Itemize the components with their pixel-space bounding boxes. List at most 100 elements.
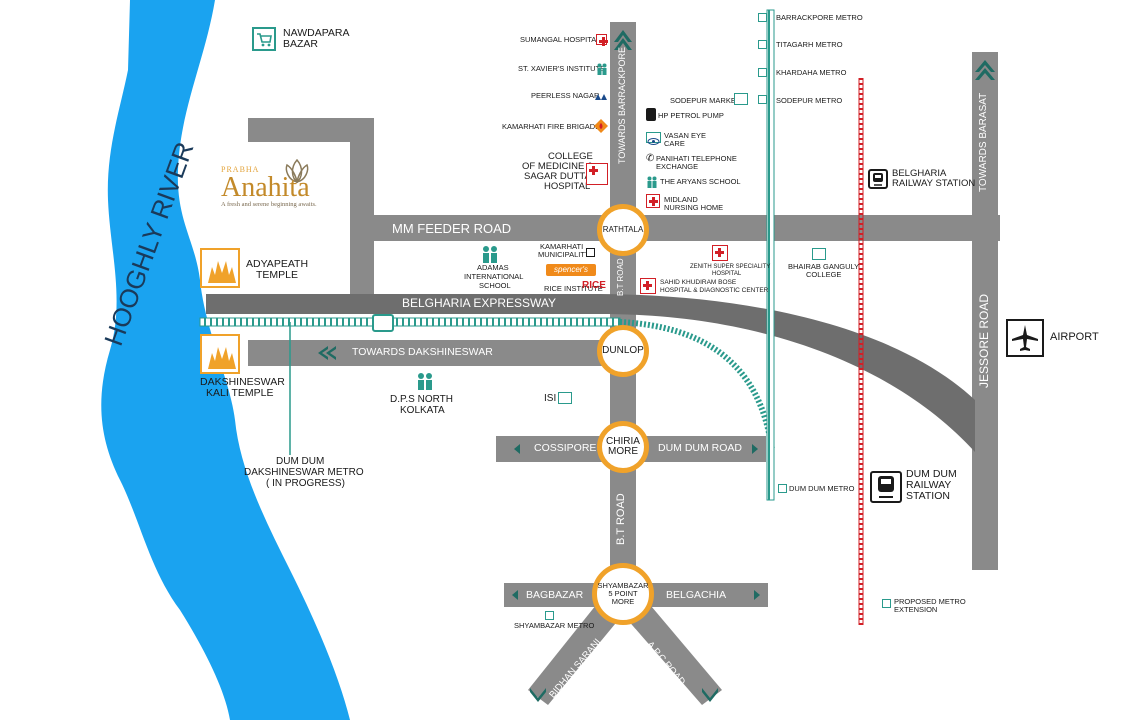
metro-station-icon[interactable] — [545, 611, 554, 620]
metro-station-icon[interactable] — [778, 484, 787, 493]
shopping-cart-icon — [734, 93, 748, 105]
midland-label-1: MIDLAND — [664, 195, 698, 204]
fire-icon — [594, 119, 608, 133]
brand-name: Anahita — [221, 172, 310, 203]
sahid-label-1: SAHID KHUDIRAM BOSE — [660, 279, 737, 286]
rice-logo: RICE — [582, 280, 606, 291]
bhairab-label-1: BHAIRAB GANGULY — [788, 262, 860, 271]
metro-station-icon — [882, 599, 891, 608]
metro-line-vertical — [766, 9, 775, 501]
junction-label: 5 POINT — [608, 589, 638, 599]
dd-metro-label-1: DUM DUM — [276, 456, 325, 467]
belgharia-expressway — [206, 294, 975, 452]
train-icon[interactable] — [868, 169, 888, 189]
college-label-2: OF MEDICINE & — [522, 161, 594, 172]
titagarh-metro-label: TITAGARH METRO — [776, 40, 843, 49]
chevron-left-icon — [512, 590, 518, 600]
temple-icon — [200, 248, 240, 288]
nawdapara-label-1: NAWDAPARA — [283, 27, 350, 39]
sodepur-metro-label: SODEPUR METRO — [776, 96, 843, 105]
shyambazar-metro-label: SHYAMBAZAR METRO — [514, 621, 595, 630]
barasat-road-label: TOWARDS BARASAT — [978, 92, 989, 192]
chevron-left-icon — [514, 444, 520, 454]
zenith-label-2: HOSPITAL — [712, 271, 742, 277]
proposed-label-2: EXTENSION — [894, 605, 938, 614]
junction-label: MORE — [611, 596, 635, 606]
nawdapara-label-2: BAZAR — [283, 38, 319, 50]
apc-road — [626, 600, 722, 705]
spencers-logo: spencer's — [546, 264, 596, 276]
dakshineswar-road — [248, 340, 610, 366]
aryans-label: THE ARYANS SCHOOL — [660, 177, 741, 186]
chevron-down-icon — [702, 688, 718, 702]
metro-station-icon[interactable] — [758, 68, 767, 77]
chevron-right-icon — [754, 590, 760, 600]
brand-tagline: A fresh and serene beginning awaits. — [221, 201, 317, 208]
mm-feeder-label: MM FEEDER ROAD — [392, 221, 512, 236]
midland-label-2: NURSING HOME — [664, 203, 724, 212]
dd-station-label-3: STATION — [906, 490, 950, 502]
college-label-1: COLLEGE — [548, 151, 593, 162]
adamas-label-3: SCHOOL — [479, 281, 511, 290]
metro-station-icon[interactable] — [758, 95, 767, 104]
college-label-3: SAGAR DUTTA — [524, 171, 591, 182]
phone-icon: ✆ — [646, 153, 655, 164]
junction-dunlop: DUNLOP — [597, 325, 649, 377]
eye-icon — [646, 132, 661, 145]
vasan-label-2: CARE — [664, 139, 685, 148]
building-icon — [586, 248, 595, 257]
belgachia-label: BELGACHIA — [666, 589, 727, 601]
temple-icon — [200, 334, 240, 374]
anahita-road-vert — [350, 118, 374, 296]
junction-label: SHYAMBAZAR — [597, 581, 649, 591]
chevron-up-icon — [975, 60, 995, 80]
dd-station-label-1: DUM DUM — [906, 468, 957, 480]
isi-label: ISI — [544, 393, 557, 404]
dd-station-label-2: RAILWAY — [906, 479, 952, 491]
metro-station-icon[interactable] — [758, 40, 767, 49]
sumangal-label: SUMANGAL HOSPITAL — [520, 35, 601, 44]
airplane-icon[interactable] — [1006, 319, 1044, 357]
school-icon — [415, 372, 435, 392]
adamas-label-2: INTERNATIONAL — [464, 272, 524, 281]
expressway-label: BELGHARIA EXPRESSWAY — [402, 296, 557, 310]
cossipore-label: COSSIPORE — [534, 442, 597, 454]
chevron-down-icon — [530, 688, 546, 702]
junction-label: RATHTALA — [602, 224, 644, 234]
dd-metro-label-2: DAKSHINESWAR METRO — [244, 467, 364, 478]
metro-line-curve — [619, 319, 775, 451]
jessore-road-label: JESSORE ROAD — [977, 293, 991, 388]
adyapeath-label-1: ADYAPEATH — [246, 258, 309, 270]
chevron-up-icon — [614, 30, 632, 50]
hospital-icon — [596, 34, 608, 46]
airport-label: AIRPORT — [1050, 331, 1099, 343]
sahid-label-2: HOSPITAL & DIAGNOSTIC CENTER — [660, 287, 769, 294]
fire-brigade-label: KAMARHATI FIRE BRIGADE — [502, 122, 601, 131]
dakshineswar-label-2: KALI TEMPLE — [206, 387, 274, 399]
bhairab-label-2: COLLEGE — [806, 270, 842, 279]
metro-station-icon[interactable] — [758, 13, 767, 22]
chevron-left-icon — [318, 346, 336, 360]
bt-road-lower-label: B.T ROAD — [615, 493, 627, 545]
junction-label: CHIRIA — [606, 435, 640, 447]
kamarhati-municipality-label-1: KAMARHATI — [540, 242, 584, 251]
khardaha-metro-label: KHARDAHA METRO — [776, 68, 847, 77]
brand-prefix: PRABHA — [221, 165, 260, 174]
barrackpore-road-label: TOWARDS BARRACKPORE — [617, 46, 627, 164]
dakshineswar-road-label: TOWARDS DAKSHINESWAR — [352, 346, 493, 358]
panihati-label-1: PANIHATI TELEPHONE — [656, 154, 737, 163]
metro-station-icon[interactable] — [372, 314, 394, 332]
junction-rathtala: RATHTALA — [597, 204, 649, 256]
college-icon — [812, 248, 826, 260]
train-icon[interactable] — [870, 471, 902, 503]
fuel-pump-icon — [646, 108, 656, 121]
junction-label: MORE — [608, 446, 638, 457]
chevron-right-icon — [752, 444, 758, 454]
adyapeath-label-2: TEMPLE — [256, 269, 299, 281]
mm-feeder-road — [372, 215, 1000, 241]
barrackpore-metro-label: BARRACKPORE METRO — [776, 13, 863, 22]
belgharia-label-1: BELGHARIA — [892, 168, 947, 179]
hospital-icon — [586, 163, 608, 185]
